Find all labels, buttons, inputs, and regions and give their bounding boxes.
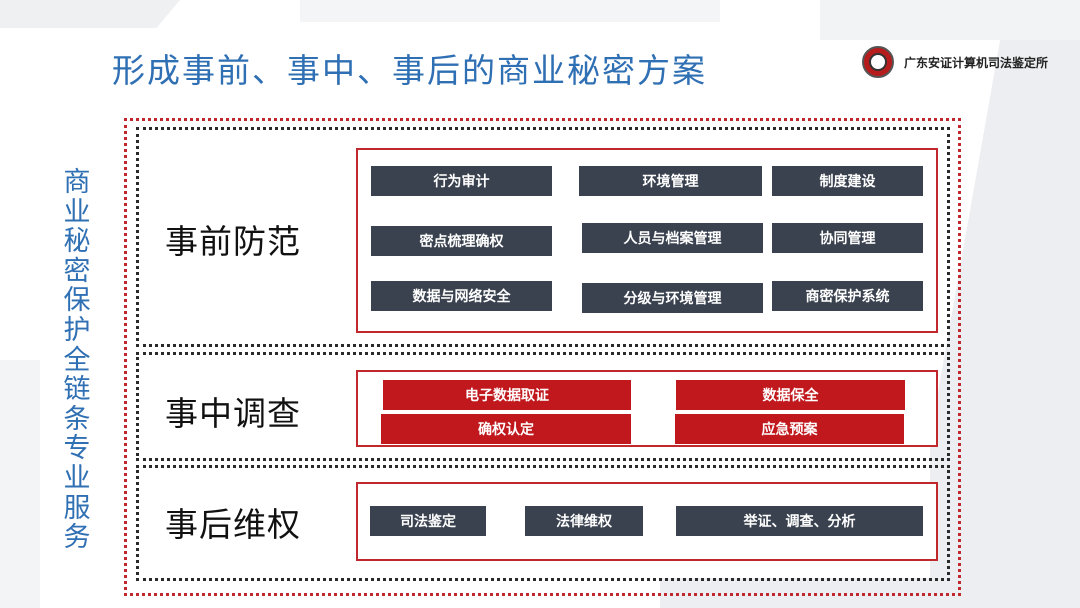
background-decoration: [930, 0, 1080, 608]
outer-frame: [124, 118, 961, 596]
chip-data-preservation[interactable]: 数据保全: [676, 380, 905, 410]
background-decoration: [0, 0, 180, 28]
page-title: 形成事前、事中、事后的商业秘密方案: [112, 51, 707, 90]
chip-personnel-archive-management[interactable]: 人员与档案管理: [582, 223, 763, 253]
chip-rights-confirmation[interactable]: 确权认定: [381, 414, 631, 444]
chip-environment-management[interactable]: 环境管理: [579, 166, 762, 196]
org-logo: 广东安证计算机司法鉴定所: [862, 46, 1048, 78]
chip-data-network-security[interactable]: 数据与网络安全: [371, 281, 552, 311]
background-decoration: [300, 0, 720, 22]
section-during-frame: [136, 352, 950, 461]
chip-judicial-appraisal[interactable]: 司法鉴定: [370, 506, 486, 536]
background-decoration: [820, 0, 1080, 40]
background-decoration: [0, 360, 40, 608]
vertical-side-title: 商业秘密保护全链条专业服务: [63, 167, 91, 554]
chip-electronic-forensics[interactable]: 电子数据取证: [383, 380, 631, 410]
section-before-frame: [136, 127, 950, 347]
section-label-before: 事前防范: [165, 222, 301, 261]
seal-icon: [862, 46, 894, 78]
chip-classification-environment[interactable]: 分级与环境管理: [582, 283, 763, 313]
chip-trade-secret-system[interactable]: 商密保护系统: [772, 281, 923, 311]
chip-system-building[interactable]: 制度建设: [772, 166, 923, 196]
section-label-after: 事后维权: [165, 505, 301, 544]
chip-emergency-plan[interactable]: 应急预案: [675, 414, 904, 444]
chip-legal-rights[interactable]: 法律维权: [525, 506, 643, 536]
chip-evidence-investigation-analysis[interactable]: 举证、调查、分析: [676, 506, 923, 536]
org-name: 广东安证计算机司法鉴定所: [904, 55, 1049, 70]
section-label-during: 事中调查: [165, 394, 301, 433]
section-after-frame: [136, 465, 950, 581]
chip-behavior-audit[interactable]: 行为审计: [371, 166, 552, 196]
chip-secret-point-confirmation[interactable]: 密点梳理确权: [371, 226, 552, 256]
chip-collaborative-management[interactable]: 协同管理: [772, 223, 923, 253]
